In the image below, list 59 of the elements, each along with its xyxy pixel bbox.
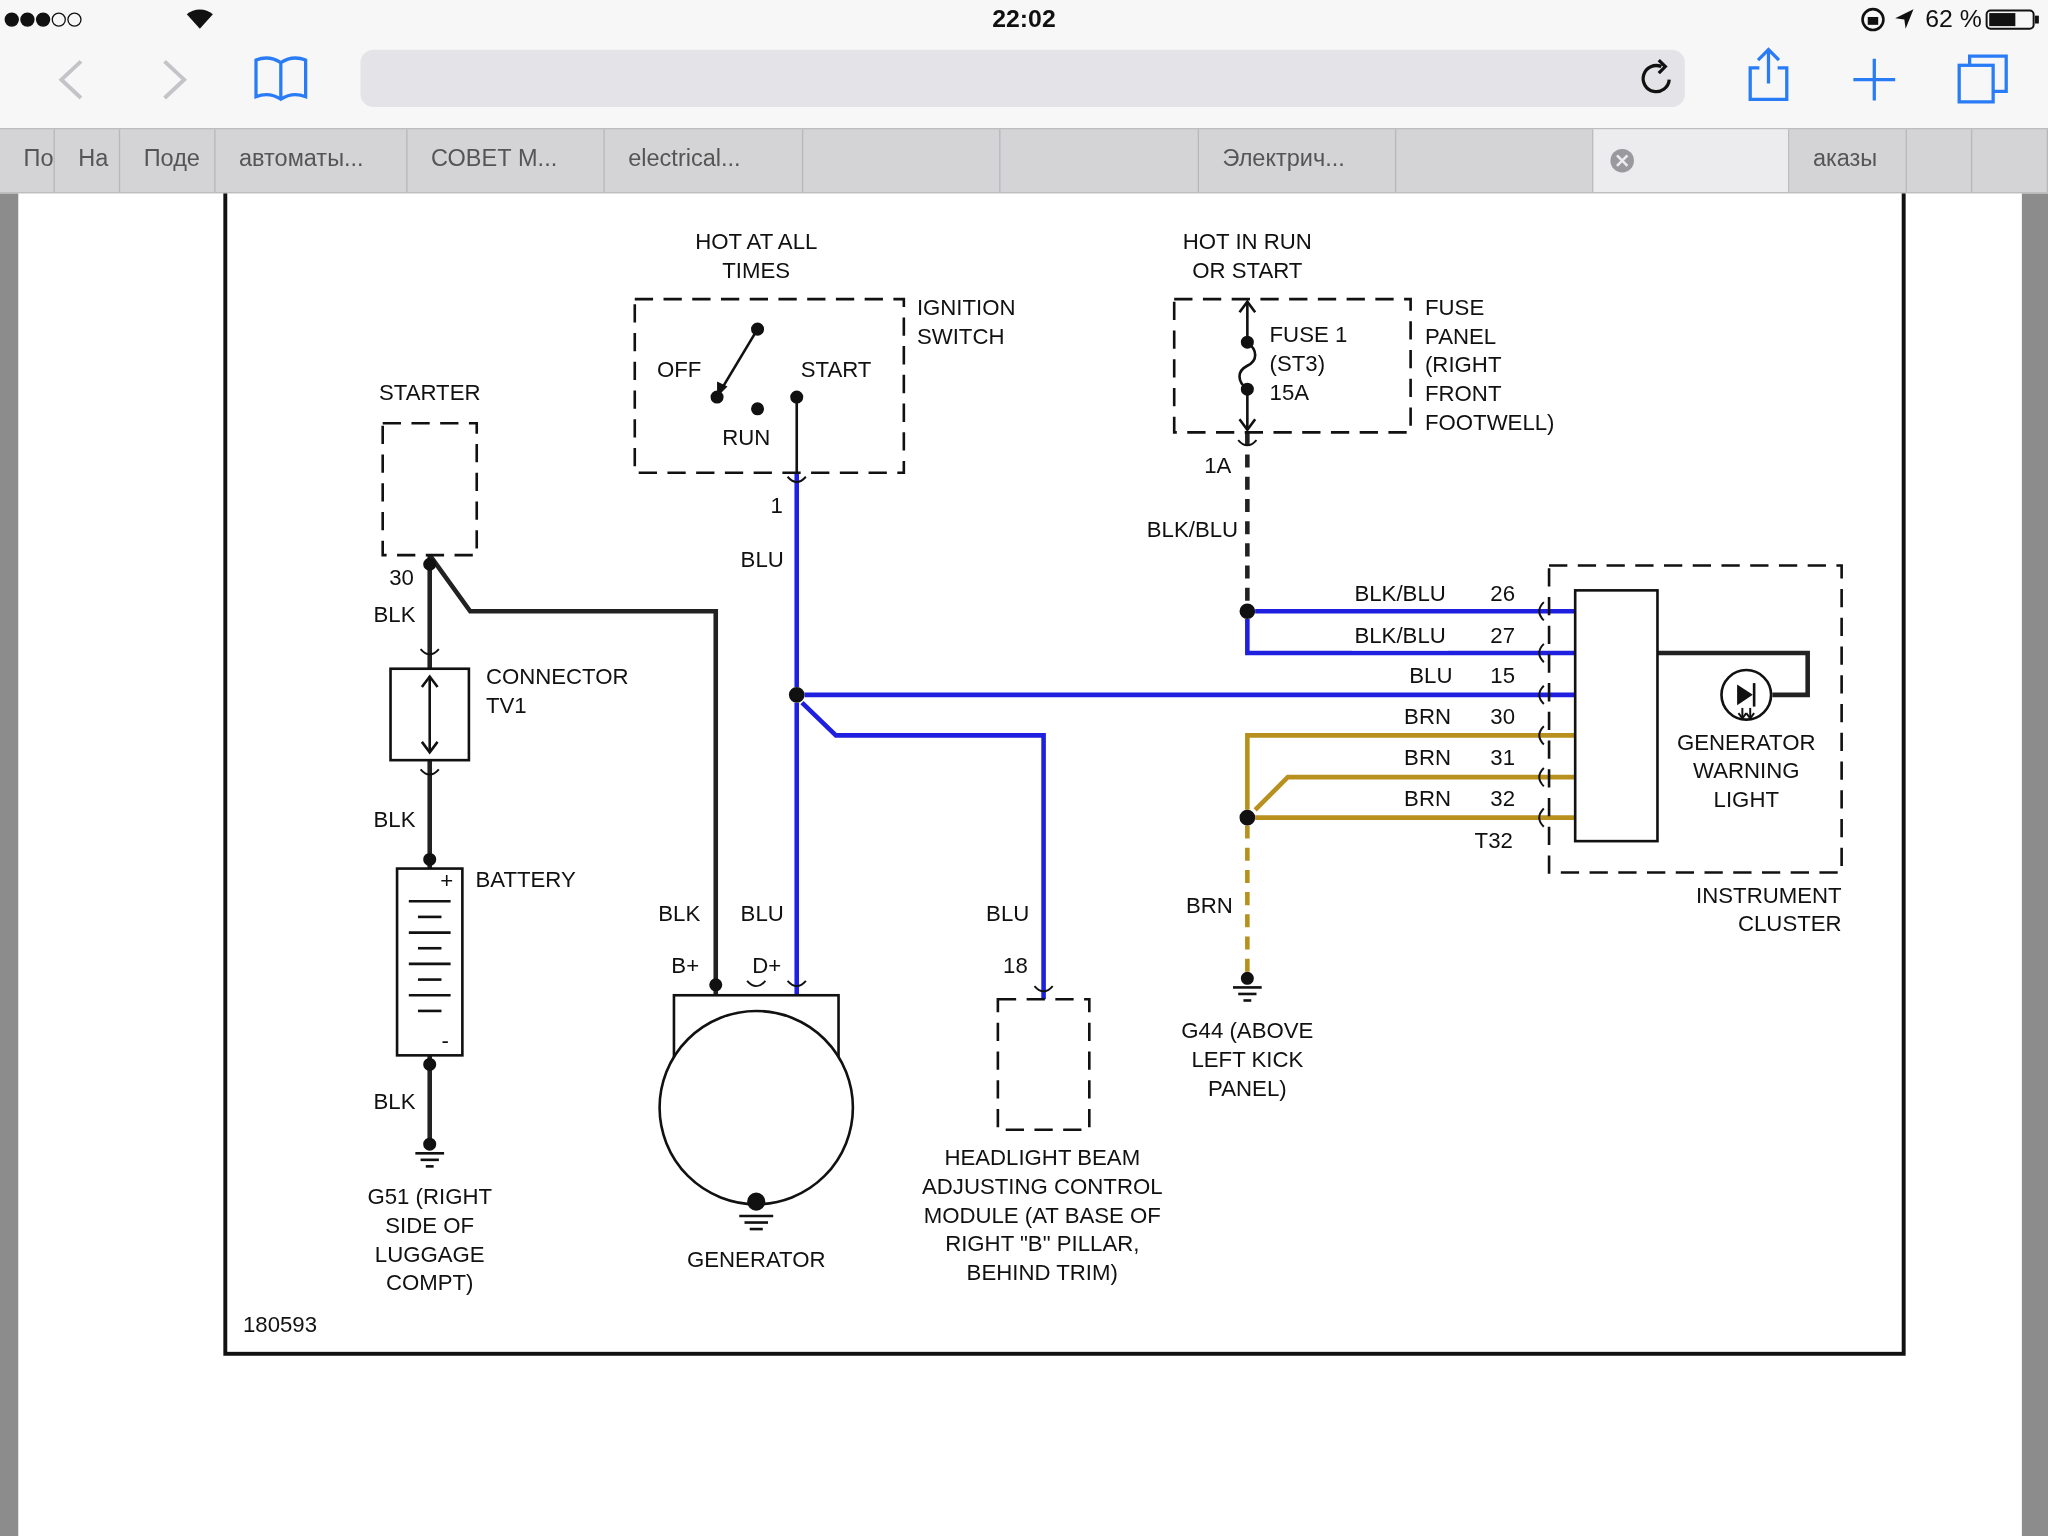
wire	[1245, 619, 1576, 656]
browser-tab: Поде	[120, 129, 216, 192]
wire	[1657, 650, 1810, 698]
supply-note: HOT IN RUN OR START	[1181, 228, 1313, 286]
pin-label: T32	[1474, 827, 1513, 855]
browser-tab: СОВЕТ М...	[407, 129, 605, 192]
polarity-sign: -	[441, 1026, 449, 1055]
pin-label: 27	[1490, 622, 1515, 650]
pin-label: 26	[1490, 580, 1515, 609]
component-label: GENERATOR	[686, 1246, 826, 1275]
wire	[800, 701, 1046, 1000]
pin-label: 18	[1003, 952, 1028, 981]
polarity-sign: +	[440, 867, 454, 896]
wire	[427, 1055, 432, 1139]
wire	[1245, 733, 1576, 810]
component-label: BATTERY	[475, 866, 576, 895]
wire	[794, 702, 799, 996]
browser-tab: По	[0, 129, 55, 192]
wire	[1245, 432, 1250, 604]
wire	[794, 472, 799, 687]
component-label: IGNITION SWITCH	[916, 294, 1017, 351]
pin-label: 32	[1490, 785, 1515, 814]
component-label: CONNECTOR TV1	[485, 663, 630, 721]
wire	[427, 555, 432, 669]
browser-tab: автоматы...	[215, 129, 408, 192]
wire	[1255, 609, 1576, 614]
wire	[1245, 825, 1250, 974]
component-label: HEADLIGHT BEAM ADJUSTING CONTROL MODULE (AT BASE OF RIGHT "B" PILLAR, BEHIND TRIM)	[921, 1144, 1164, 1288]
wire	[427, 553, 719, 996]
ground-label: G51 (RIGHT SIDE OF LUGGAGE COMPT)	[366, 1183, 493, 1298]
wire	[804, 692, 1576, 698]
ground-label: G44 (ABOVE LEFT KICK PANEL)	[1180, 1017, 1315, 1104]
component-label: FUSE PANEL (RIGHT FRONT FOOTWELL)	[1425, 294, 1556, 437]
status-text: 22:02	[992, 5, 1056, 34]
browser-tab: electrical...	[604, 129, 804, 192]
pin-label: 30	[389, 564, 414, 593]
contact-label: OFF	[657, 356, 702, 385]
component-label: FUSE 1 (ST3) 15A	[1269, 321, 1349, 407]
contact-label: START	[800, 356, 872, 385]
wire	[1255, 815, 1576, 820]
contact-label: RUN	[722, 424, 771, 453]
pin-label: 15	[1490, 662, 1515, 691]
browser-tab: Электрич...	[1199, 129, 1397, 192]
pin-label: B+	[671, 952, 700, 981]
pin-label: 1A	[1204, 452, 1232, 481]
browser-tab: На	[54, 129, 121, 192]
browser-tab: аказы	[1789, 129, 1907, 192]
pin-label: 30	[1490, 703, 1515, 731]
wire	[1253, 774, 1576, 812]
status-text: 62 %	[1925, 5, 1982, 34]
wire	[427, 760, 432, 869]
component-label: STARTER	[378, 379, 481, 407]
pin-label: 31	[1490, 744, 1515, 773]
component-label: INSTRUMENT CLUSTER	[1695, 881, 1842, 939]
pin-label: 1	[770, 492, 783, 521]
pin-label: D+	[752, 952, 782, 981]
figure-number: 180593	[242, 1311, 318, 1340]
component-label: GENERATOR WARNING LIGHT	[1676, 729, 1817, 815]
supply-note: HOT AT ALL TIMES	[694, 228, 819, 286]
